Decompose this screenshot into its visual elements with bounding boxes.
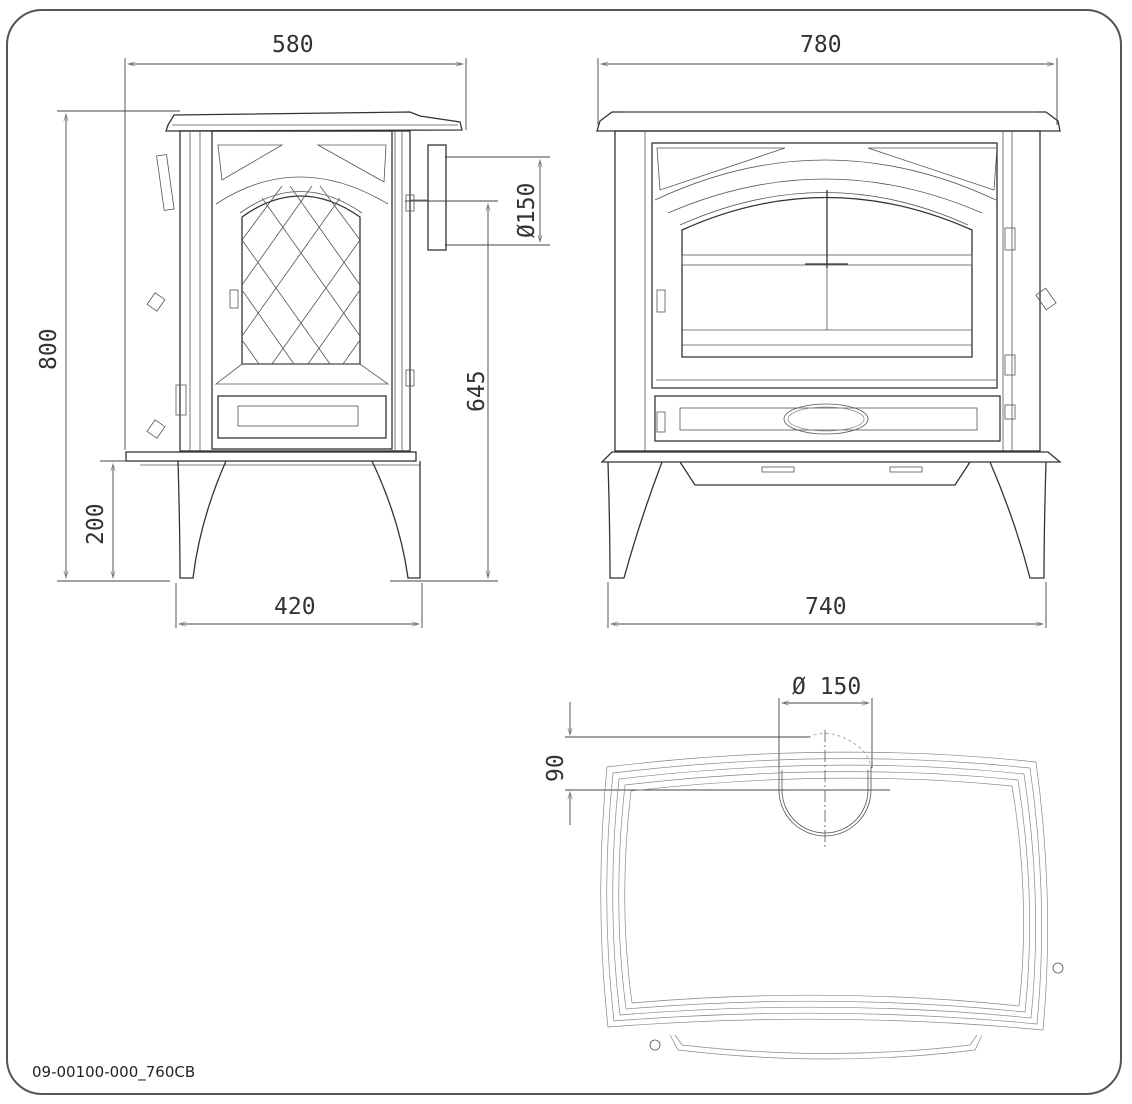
dim-label-top-flue-150: Ø 150 [792,674,861,700]
dim-side-flue-diameter: Ø150 [445,156,550,246]
diamond-lattice [241,185,361,365]
front-door-handle-icon [656,289,666,313]
front-view: 780 740 [596,32,1062,628]
dim-side-leg-height: 200 [83,460,130,580]
front-stove-body [596,111,1062,579]
dim-front-top-width: 780 [597,32,1058,125]
dim-label-645: 645 [464,370,490,412]
dim-label-580: 580 [272,32,314,58]
top-stove-outline [600,751,1064,1060]
dim-label-740: 740 [805,594,847,620]
dim-front-leg-span: 740 [607,582,1047,628]
dim-top-flue-diameter: Ø 150 [778,674,873,768]
dim-label-90: 90 [543,754,569,782]
side-view: 580 800 200 Ø150 645 [36,32,550,628]
dim-side-leg-span: 420 [175,583,423,628]
dim-label-flue-150: Ø150 [514,183,540,238]
dim-side-top-width: 580 [124,32,467,450]
top-view: Ø 150 90 [543,674,1064,1060]
dim-label-800: 800 [36,328,62,370]
dim-side-height: 800 [36,110,180,582]
dim-label-200: 200 [83,503,109,545]
drawing-frame [6,9,1122,1095]
top-flue-circle [778,730,890,850]
dim-label-780: 780 [800,32,842,58]
door-handle-icon [229,289,239,309]
drawing-code: 09-00100-000_760CB [32,1063,196,1081]
dim-label-420: 420 [274,594,316,620]
side-stove-body [125,111,463,579]
dim-side-flue-height: 645 [390,200,498,582]
dim-top-flue-offset: 90 [543,702,890,825]
